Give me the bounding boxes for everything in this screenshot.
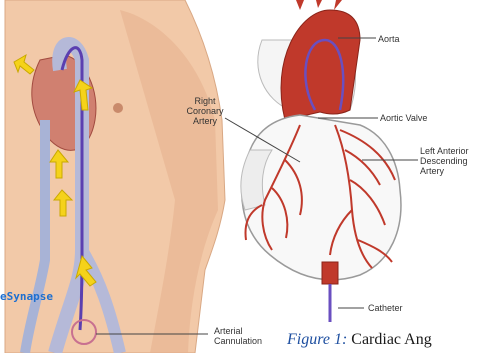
label-rca-line-1: Right (182, 96, 228, 106)
aorta-large (281, 10, 360, 120)
label-lad-line-2: Descending (420, 156, 469, 166)
label-cannulation-line-1: Arterial (214, 326, 262, 336)
caption-figure-number: Figure 1: (287, 331, 347, 348)
label-arterial-cannulation: Arterial Cannulation (214, 326, 262, 346)
figure-caption: Figure 1: Cardiac Ang (287, 331, 432, 349)
nipple (113, 103, 123, 113)
label-catheter: Catheter (368, 303, 403, 313)
watermark: eSynapse (0, 290, 53, 303)
label-rca-line-3: Artery (182, 116, 228, 126)
label-cannulation-line-2: Cannulation (214, 336, 262, 346)
label-lad-line-1: Left Anterior (420, 146, 469, 156)
label-aorta: Aorta (378, 34, 400, 44)
descending-aorta-stub (322, 262, 338, 284)
caption-text: Cardiac Ang (351, 331, 431, 348)
aorta-branches (296, 0, 342, 10)
heart-large (241, 0, 401, 322)
label-aortic-valve: Aortic Valve (380, 113, 427, 123)
label-lad: Left Anterior Descending Artery (420, 146, 469, 176)
label-lad-line-3: Artery (420, 166, 469, 176)
label-right-coronary-artery: Right Coronary Artery (182, 96, 228, 126)
label-rca-line-2: Coronary (182, 106, 228, 116)
